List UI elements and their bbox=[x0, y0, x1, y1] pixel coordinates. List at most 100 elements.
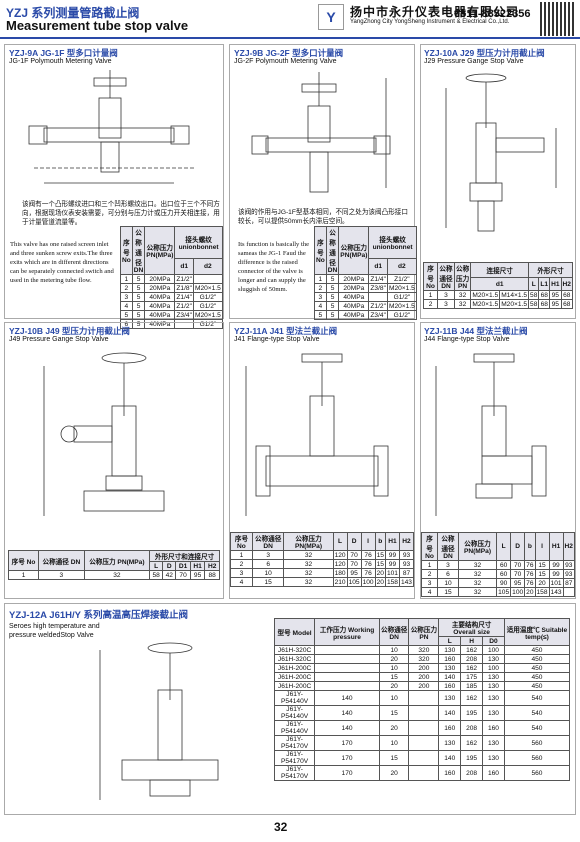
table-cell: 5 bbox=[325, 292, 340, 302]
table-cell: 208 bbox=[460, 720, 484, 736]
table-cell: 3 bbox=[420, 578, 439, 588]
table-cell: 560 bbox=[503, 750, 571, 766]
col-union: 接头螺纹 unionbonnet bbox=[368, 226, 417, 259]
table-cell: 32 bbox=[453, 299, 472, 309]
col-overall: 主要结构尺寸 Overall size bbox=[438, 618, 505, 637]
col-header: 公称通径 DN bbox=[251, 532, 285, 551]
table-cell: 130 bbox=[438, 663, 462, 673]
valve-drawing bbox=[28, 70, 194, 184]
col-conn: 连接尺寸 bbox=[470, 261, 530, 279]
panel-yzj-10a bbox=[420, 44, 576, 319]
table-cell: 450 bbox=[503, 654, 571, 664]
valve-drawing bbox=[251, 72, 391, 193]
table-cell: 5 bbox=[325, 274, 340, 284]
table-cell: 95 bbox=[346, 568, 362, 578]
table-cell: 15 bbox=[374, 559, 386, 569]
table-cell: Z3/4" bbox=[174, 310, 194, 320]
table-cell: 5 bbox=[325, 301, 340, 311]
table-cell: 42 bbox=[162, 570, 177, 580]
series-title-en: Measurement tube stop valve bbox=[6, 18, 189, 33]
table-cell: 100 bbox=[360, 577, 376, 587]
table-cell: 2 bbox=[420, 569, 439, 579]
table-cell: 2 bbox=[314, 283, 327, 293]
table-cell: 10 bbox=[378, 690, 410, 706]
table-cell: 32 bbox=[457, 569, 498, 579]
table-cell: 68 bbox=[538, 290, 551, 300]
table-cell: 170 bbox=[314, 765, 380, 781]
table-cell bbox=[408, 750, 440, 766]
col-no: 序号 No bbox=[120, 226, 133, 275]
col-d2: d2 bbox=[386, 258, 417, 275]
col-union: 接头螺纹 unionbonnet bbox=[174, 226, 223, 259]
table-cell: 99 bbox=[548, 560, 564, 570]
table-cell: 3 bbox=[437, 299, 455, 309]
table-cell: 20MPa bbox=[338, 283, 370, 293]
table-cell bbox=[314, 681, 380, 691]
table-cell: 320 bbox=[408, 645, 440, 655]
table-cell: 15 bbox=[437, 587, 459, 597]
description-en: Its function is basically the sameas the… bbox=[238, 241, 310, 293]
panel-subtitle: J29 Pressure Gange Stop Valve bbox=[424, 58, 524, 65]
table-cell: 20MPa bbox=[144, 283, 176, 293]
table-cell: 4 bbox=[230, 577, 253, 587]
table-cell: 99 bbox=[548, 569, 564, 579]
table-cell: 58 bbox=[528, 290, 540, 300]
col-model: 型号 Model bbox=[273, 618, 316, 646]
table-cell: 130 bbox=[438, 690, 462, 706]
table-cell: 95 bbox=[510, 578, 526, 588]
table-cell: 20 bbox=[378, 765, 410, 781]
table-cell: 170 bbox=[314, 750, 380, 766]
page-header: YZJ 系列测量管路截止阀 Measurement tube stop valv… bbox=[0, 0, 580, 40]
table-cell: M20×1.5 bbox=[499, 299, 530, 309]
table-cell: 6 bbox=[120, 319, 133, 329]
table-cell: 95 bbox=[549, 299, 562, 309]
table-cell: 208 bbox=[460, 765, 484, 781]
table-cell: 140 bbox=[314, 705, 380, 721]
table-cell: 40MPa bbox=[144, 319, 176, 329]
table-cell: Z1/8" bbox=[174, 283, 194, 293]
table-cell: 87 bbox=[398, 568, 415, 578]
panel-yzj-10b bbox=[4, 322, 224, 599]
table-cell: 210 bbox=[332, 577, 348, 587]
panel-title: YZJ-11A J41 型法兰截止阀 bbox=[234, 326, 338, 336]
table-cell: 160 bbox=[438, 654, 462, 664]
table-cell: 1 bbox=[7, 570, 40, 580]
company-logo: Y bbox=[318, 4, 344, 30]
table-cell: 450 bbox=[503, 645, 571, 655]
table-cell: 15 bbox=[534, 569, 550, 579]
table-cell: 10 bbox=[378, 663, 410, 673]
table-cell: 32 bbox=[283, 577, 334, 587]
table-cell: 162 bbox=[460, 645, 484, 655]
table-cell: 5 bbox=[120, 310, 133, 320]
table-cell: 15 bbox=[251, 577, 285, 587]
table-cell: 68 bbox=[560, 299, 574, 309]
col-header: L bbox=[332, 532, 348, 551]
table-cell: 5 bbox=[131, 301, 146, 311]
table-cell: 32 bbox=[83, 570, 151, 580]
table-cell: 15 bbox=[378, 672, 410, 682]
table-cell: J61H-320C bbox=[273, 645, 316, 655]
table-cell: 160 bbox=[438, 720, 462, 736]
table-cell: 195 bbox=[460, 705, 484, 721]
table-cell: 4 bbox=[314, 301, 327, 311]
col-pn: 公称压力 PN bbox=[408, 618, 440, 646]
table-cell: 4 bbox=[420, 587, 439, 597]
table-cell: 95 bbox=[189, 570, 206, 580]
table-cell: 32 bbox=[283, 568, 334, 578]
table-cell: 200 bbox=[408, 672, 440, 682]
col-l1: L1 bbox=[538, 277, 551, 291]
table-cell: 20 bbox=[378, 720, 410, 736]
table-cell bbox=[408, 690, 440, 706]
table-cell: G1/2" bbox=[192, 319, 223, 329]
col-header: 序号 No bbox=[230, 532, 253, 551]
col-d1: d1 bbox=[174, 258, 194, 275]
